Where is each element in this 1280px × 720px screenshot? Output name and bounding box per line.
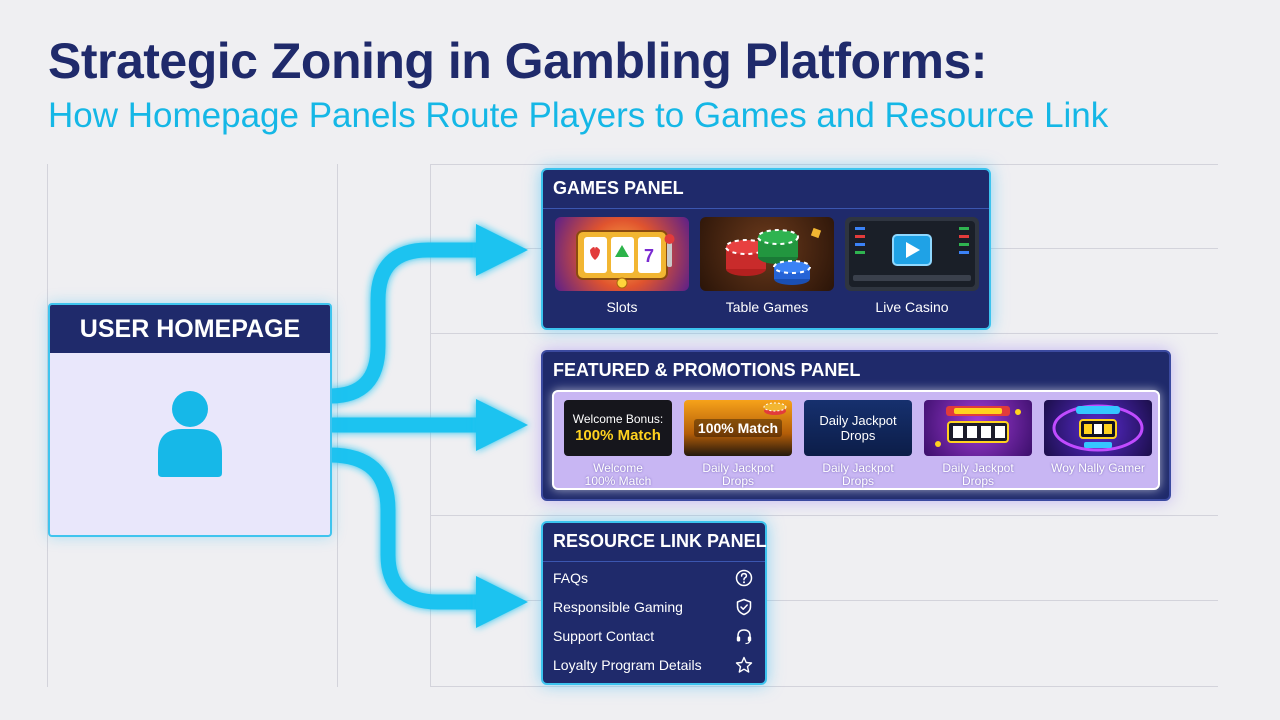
slot-machine-icon: 7 <box>555 217 689 291</box>
star-icon <box>735 656 753 673</box>
game-tile-slots[interactable]: 7 Slots <box>555 217 689 315</box>
grid-line-h6 <box>430 686 1218 687</box>
promo-caption-jackpot-reels: Daily Jackpot Drops <box>942 461 1014 488</box>
promo-image-welcome-bonus-line2: 100% Match <box>575 427 661 444</box>
question-circle-icon <box>735 569 753 587</box>
promo-image-welcome-bonus: Welcome Bonus: 100% Match <box>564 400 672 456</box>
game-tile-live-casino[interactable]: Live Casino <box>845 217 979 315</box>
resource-link-label: FAQs <box>553 570 589 586</box>
grid-line-h3 <box>430 333 1218 334</box>
game-label-table-games: Table Games <box>725 299 809 315</box>
promo-image-daily-jackpot-line2: Drops <box>840 428 876 443</box>
games-panel-title: GAMES PANEL <box>553 178 684 198</box>
promo-caption-daily-jackpot: Daily Jackpot Drops <box>822 461 894 488</box>
game-label-slots: Slots <box>606 299 638 315</box>
game-label-live-casino: Live Casino <box>875 299 949 315</box>
promotions-panel-body: Welcome Bonus: 100% Match Welcome 100% M… <box>552 390 1160 490</box>
jackpot-reels-icon <box>924 400 1032 456</box>
promo-tile-arcade[interactable]: Woy Nally Gamer <box>1044 400 1152 475</box>
grid-line-h4 <box>430 515 1218 516</box>
resource-panel-body: FAQs Responsible Gaming Support Contact <box>543 561 765 683</box>
promo-caption-arcade: Woy Nally Gamer <box>1051 461 1145 475</box>
user-homepage-title: USER HOMEPAGE <box>50 305 330 353</box>
page-title: Strategic Zoning in Gambling Platforms: <box>48 33 987 89</box>
resource-link-responsible-gaming[interactable]: Responsible Gaming <box>553 593 753 621</box>
arrow-to-resources <box>329 447 480 610</box>
arrow-to-games <box>329 242 480 404</box>
resource-link-loyalty-program[interactable]: Loyalty Program Details <box>553 651 753 679</box>
promo-image-match: 100% Match <box>684 400 792 456</box>
grid-line-h5 <box>430 600 1218 601</box>
resource-link-label: Responsible Gaming <box>553 599 683 615</box>
resource-link-panel: RESOURCE LINK PANEL FAQs Responsible Gam… <box>541 521 767 685</box>
resource-link-label: Loyalty Program Details <box>553 657 702 673</box>
grid-line-h1 <box>430 164 1218 165</box>
arrow-head-games <box>476 224 528 276</box>
arrow-head-resources <box>476 576 528 628</box>
resource-panel-title: RESOURCE LINK PANEL <box>553 531 767 551</box>
promo-image-welcome-bonus-line1: Welcome Bonus: <box>572 412 664 426</box>
promo-image-match-line1: 100% Match <box>693 419 783 437</box>
grid-line-v1 <box>47 164 48 687</box>
shield-check-icon <box>736 598 752 616</box>
resource-link-faqs[interactable]: FAQs <box>553 564 753 592</box>
game-tile-table-games[interactable]: Table Games <box>700 217 834 315</box>
user-homepage-box: USER HOMEPAGE <box>48 303 332 537</box>
headset-icon <box>736 629 752 645</box>
video-play-icon <box>845 217 979 291</box>
resource-link-support-contact[interactable]: Support Contact <box>553 622 753 650</box>
grid-line-v3 <box>430 164 431 687</box>
promo-tile-daily-jackpot[interactable]: Daily Jackpot Drops Daily Jackpot Drops <box>804 400 912 488</box>
chip-stack-icon <box>763 402 787 415</box>
promotions-panel-title: FEATURED & PROMOTIONS PANEL <box>553 360 861 380</box>
promo-tile-match[interactable]: 100% Match Daily Jackpot Drops <box>684 400 792 488</box>
promo-image-daily-jackpot: Daily Jackpot Drops <box>804 400 912 456</box>
promo-tile-welcome-bonus[interactable]: Welcome Bonus: 100% Match Welcome 100% M… <box>564 400 672 488</box>
page-subtitle: How Homepage Panels Route Players to Gam… <box>48 96 1109 135</box>
promo-caption-welcome-bonus: Welcome 100% Match <box>584 461 652 488</box>
resource-link-label: Support Contact <box>553 628 655 644</box>
svg-text:7: 7 <box>644 246 654 266</box>
promotions-panel: FEATURED & PROMOTIONS PANEL Welcome Bonu… <box>541 350 1171 501</box>
promo-caption-match: Daily Jackpot Drops <box>702 461 774 488</box>
user-icon <box>158 391 222 477</box>
games-panel: GAMES PANEL 7 Slots <box>541 168 991 330</box>
grid-line-v2 <box>337 164 338 687</box>
promo-tile-jackpot-reels[interactable]: Daily Jackpot Drops <box>924 400 1032 488</box>
games-panel-body: 7 Slots <box>543 208 989 328</box>
arcade-machine-icon <box>1044 400 1152 456</box>
promo-image-daily-jackpot-line1: Daily Jackpot <box>819 413 897 428</box>
arrow-head-promotions <box>476 399 528 451</box>
poker-chips-icon <box>700 217 834 291</box>
